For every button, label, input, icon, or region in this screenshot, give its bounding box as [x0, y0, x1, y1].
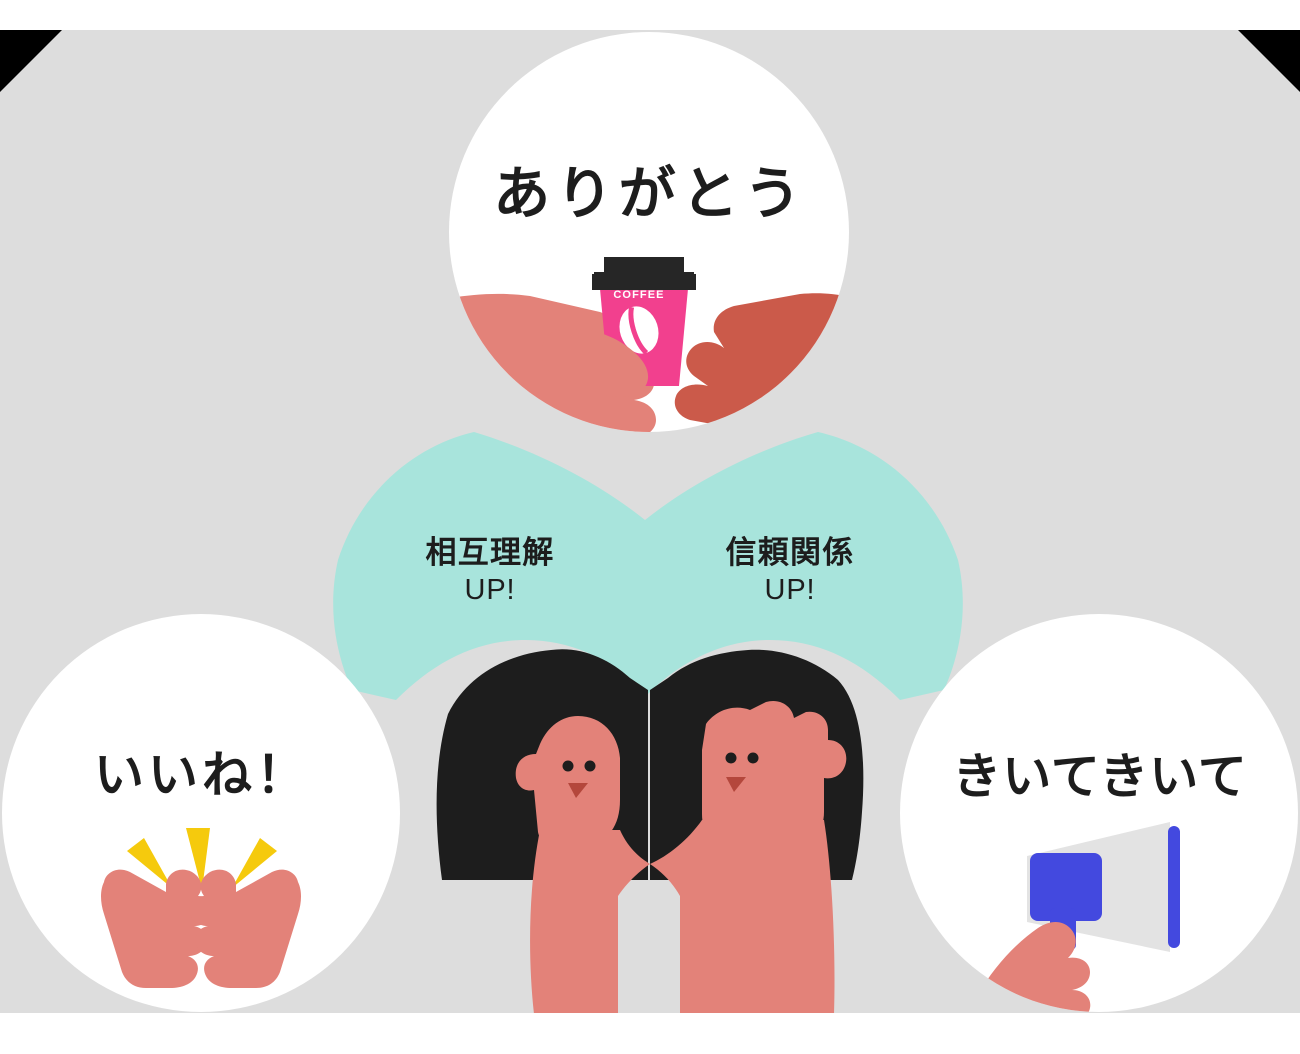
badge-trust-relationship-up: UP!: [764, 573, 816, 606]
badge-trust-relationship: 信頼関係 UP!: [680, 535, 900, 608]
circle-listen-label: きいてきいて: [952, 750, 1248, 804]
circle-thanks-label: ありがとう: [493, 162, 807, 226]
badge-mutual-understanding-up: UP!: [464, 573, 516, 606]
coffee-cup-brand-text: COFFEE: [613, 289, 665, 301]
circle-nice-label: いいね！: [94, 747, 310, 803]
badge-trust-relationship-kanji: 信頼関係: [725, 535, 855, 570]
badge-mutual-understanding: 相互理解 UP!: [380, 535, 600, 608]
badge-mutual-understanding-kanji: 相互理解: [425, 535, 555, 570]
